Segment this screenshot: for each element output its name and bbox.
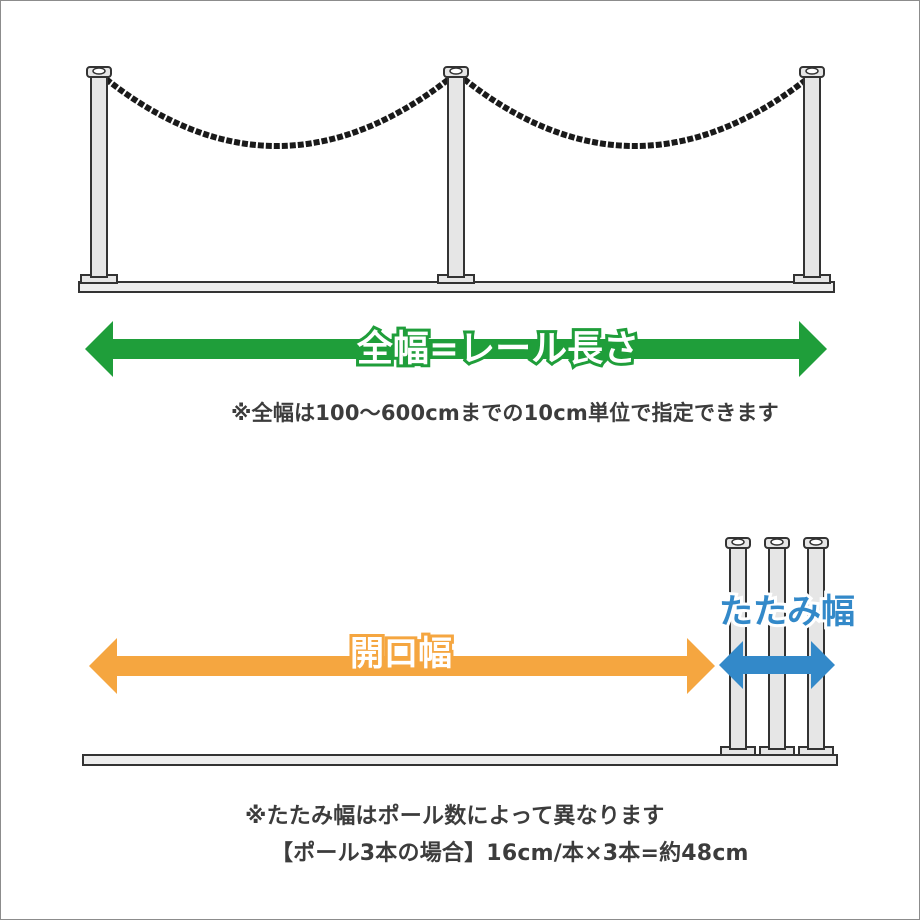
full-width-label: 全幅=レール長さ — [356, 328, 639, 370]
pole-top-2 — [437, 66, 475, 284]
pole-folded-2 — [759, 537, 795, 756]
bottom-note-line1: ※たたみ幅はポール数によって異なります — [245, 804, 665, 829]
full-width-arrow: 全幅=レール長さ — [85, 321, 827, 377]
bottom-rail-system — [82, 537, 838, 766]
bottom-note-line2: 【ポール3本の場合】16cm/本×3本=約48cm — [271, 841, 749, 866]
opening-width-arrow: 開口幅 — [89, 631, 715, 694]
opening-width-label: 開口幅 — [350, 634, 452, 674]
chain-left — [104, 76, 451, 149]
folded-width-arrow: たたみ幅 — [716, 589, 858, 689]
rail-bottom — [82, 754, 838, 766]
top-note: ※全幅は100〜600cmまでの10cm単位で指定できます — [231, 401, 779, 425]
pole-top-3 — [793, 66, 831, 284]
chain-right — [462, 76, 809, 149]
pole-top-1 — [80, 66, 118, 284]
folded-width-label: たたみ幅 — [719, 592, 855, 632]
top-rail-system — [78, 66, 835, 293]
